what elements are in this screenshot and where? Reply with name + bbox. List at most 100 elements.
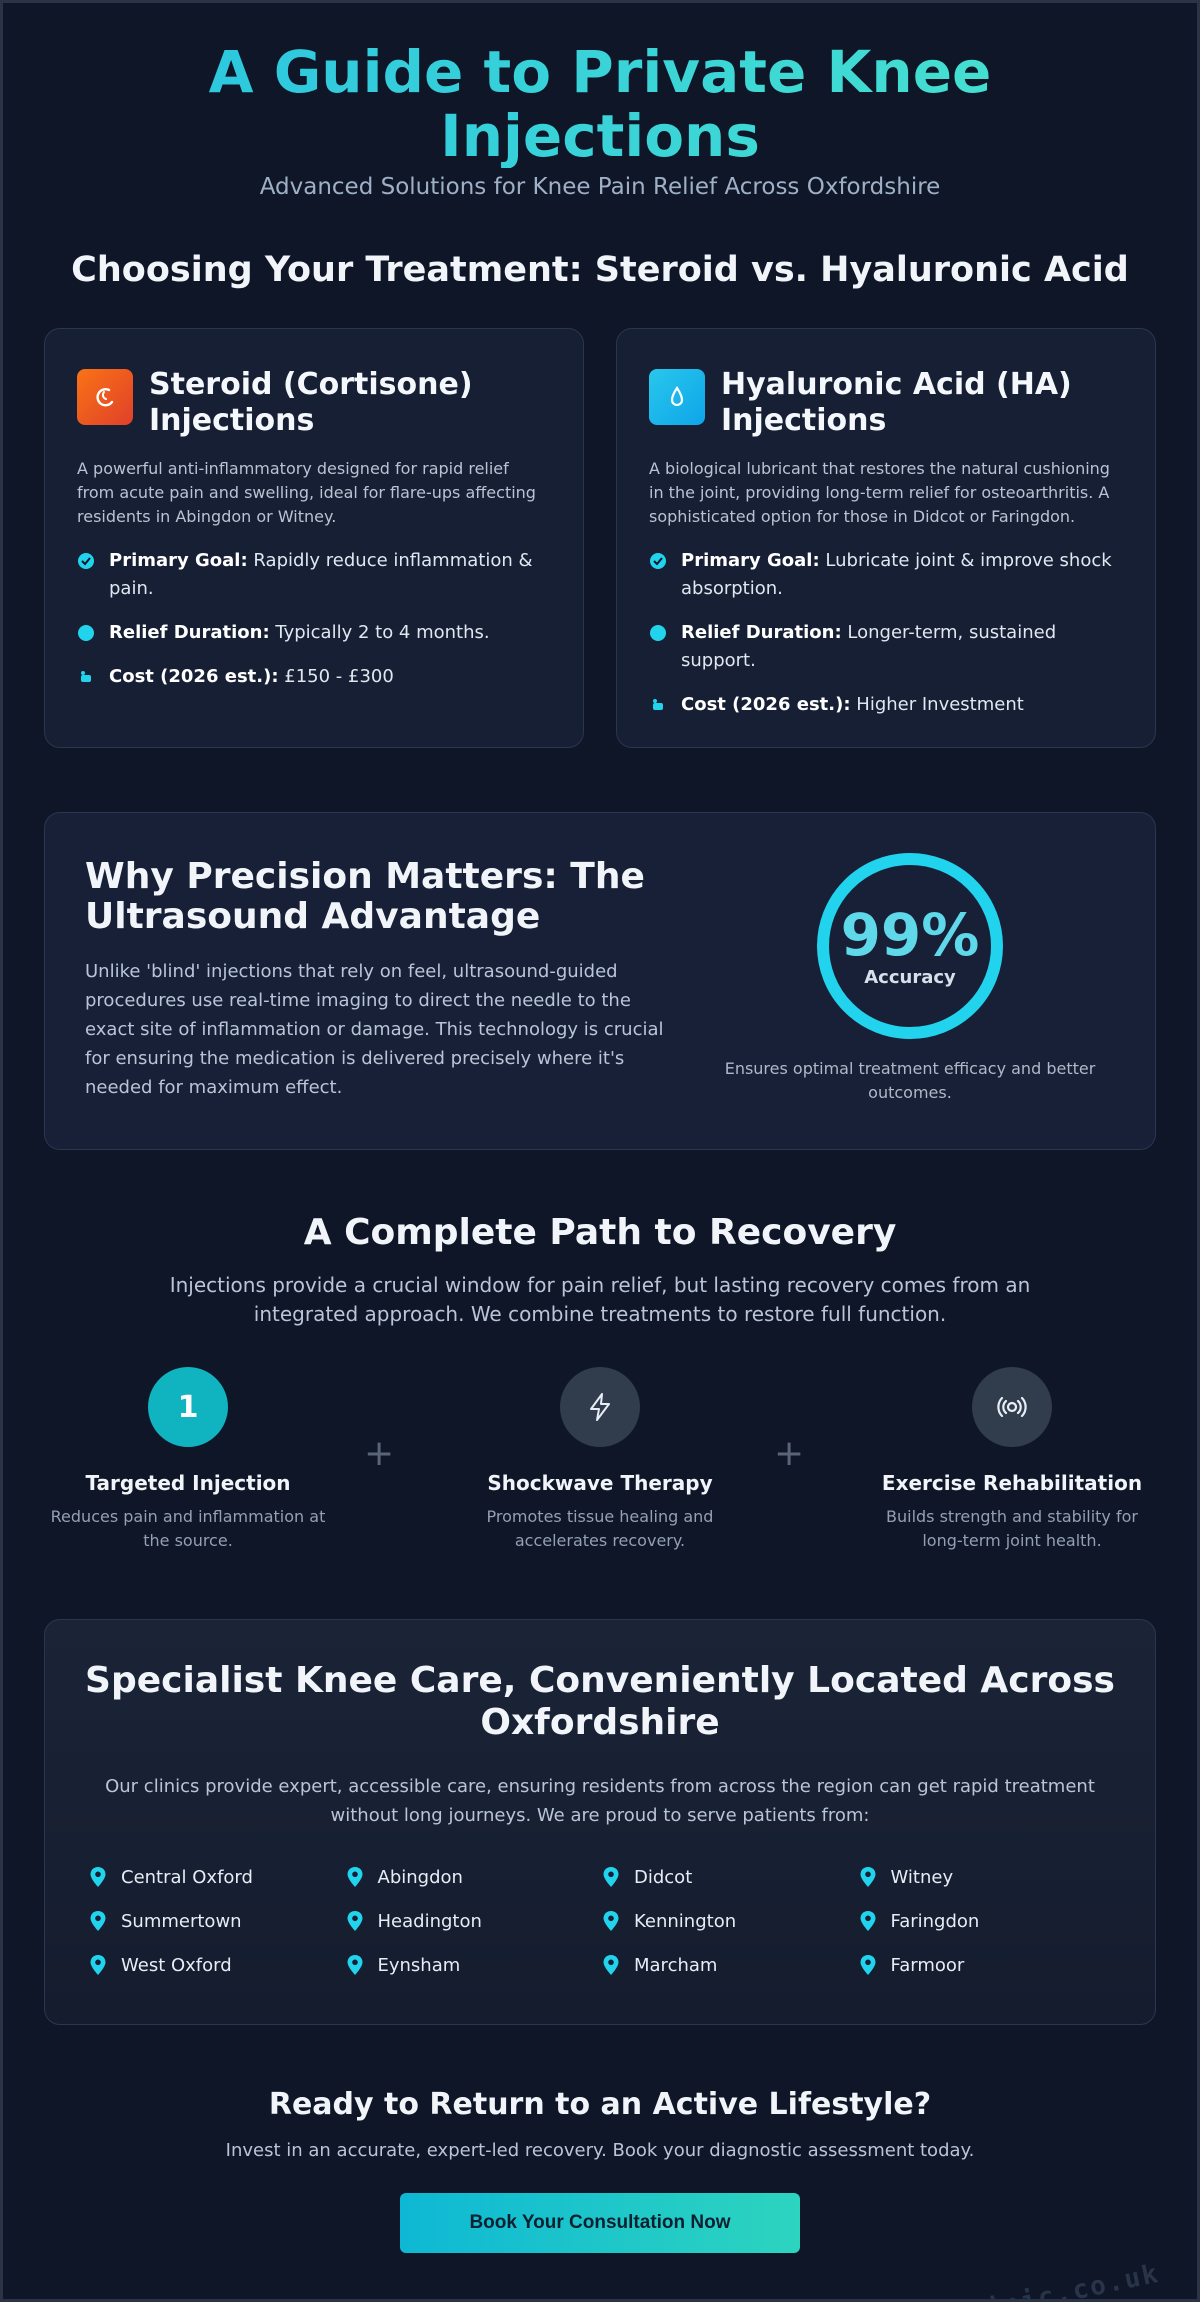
- card-title: Hyaluronic Acid (HA) Injections: [721, 367, 1072, 438]
- money-hand-icon: [81, 671, 91, 682]
- step-description: Builds strength and stability for long-t…: [886, 1507, 1138, 1550]
- feature-label: Relief Duration:: [109, 622, 270, 643]
- treatment-cards: Steroid (Cortisone) Injections A powerfu…: [0, 328, 1200, 748]
- feature-item: Cost (2026 est.): £150 - £300: [77, 663, 551, 691]
- check-circle-icon: [650, 553, 666, 569]
- location-item: West Oxford: [89, 1952, 346, 1978]
- recovery-steps: 1 Targeted Injection Reduces pain and in…: [0, 1367, 1200, 1553]
- lightning-icon: [560, 1367, 640, 1447]
- step-name: Targeted Injection: [85, 1471, 291, 1495]
- accuracy-note: Ensures optimal treatment efficacy and b…: [724, 1059, 1096, 1102]
- map-pin-icon: [860, 1955, 875, 1975]
- location-item: Headington: [346, 1908, 603, 1934]
- treatment-section-title: Choosing Your Treatment: Steroid vs. Hya…: [71, 250, 1129, 290]
- step-name: Shockwave Therapy: [487, 1471, 713, 1495]
- plus-separator: +: [364, 1433, 395, 1474]
- feature-value: Rapidly reduce inflammation & pain.: [109, 550, 533, 599]
- location-name: Abingdon: [377, 1866, 463, 1888]
- flare-icon: [77, 369, 133, 425]
- step-number-badge: 1: [148, 1367, 228, 1447]
- location-name: Summertown: [121, 1910, 242, 1932]
- precision-section: Why Precision Matters: The Ultrasound Ad…: [44, 812, 1156, 1150]
- location-item: Marcham: [602, 1952, 859, 1978]
- location-name: Eynsham: [377, 1954, 461, 1976]
- feature-label: Primary Goal:: [109, 550, 248, 571]
- location-name: Marcham: [634, 1954, 718, 1976]
- location-item: Kennington: [602, 1908, 859, 1934]
- feature-item: Primary Goal: Lubricate joint & improve …: [649, 547, 1123, 603]
- step-shockwave: Shockwave Therapy Promotes tissue healin…: [452, 1367, 748, 1553]
- steroid-card: Steroid (Cortisone) Injections A powerfu…: [44, 328, 584, 748]
- location-name: Farmoor: [890, 1954, 965, 1976]
- map-pin-icon: [603, 1955, 619, 1975]
- location-item: Faringdon: [859, 1908, 1116, 1934]
- feature-label: Relief Duration:: [681, 622, 842, 643]
- location-item: Witney: [859, 1864, 1116, 1890]
- feature-value: Longer-term, sustained support.: [681, 622, 1057, 671]
- map-pin-icon: [603, 1911, 619, 1931]
- feature-value: Higher Investment: [856, 694, 1024, 715]
- location-item: Summertown: [89, 1908, 346, 1934]
- money-hand-icon: [653, 699, 663, 710]
- map-pin-icon: [860, 1867, 875, 1887]
- step-injection: 1 Targeted Injection Reduces pain and in…: [40, 1367, 336, 1553]
- accuracy-stat: 99% Accuracy Ensures optimal treatment e…: [685, 853, 1115, 1105]
- map-pin-icon: [860, 1911, 875, 1931]
- broadcast-icon: [972, 1367, 1052, 1447]
- feature-list: Primary Goal: Lubricate joint & improve …: [649, 547, 1123, 719]
- card-description: A powerful anti-inflammatory designed fo…: [77, 459, 536, 526]
- location-name: West Oxford: [121, 1954, 232, 1976]
- precision-text: Why Precision Matters: The Ultrasound Ad…: [85, 857, 685, 1105]
- feature-value: Typically 2 to 4 months.: [275, 622, 490, 643]
- card-header: Hyaluronic Acid (HA) Injections: [649, 367, 1123, 439]
- map-pin-icon: [347, 1867, 362, 1887]
- location-item: Central Oxford: [89, 1864, 346, 1890]
- step-exercise: Exercise Rehabilitation Builds strength …: [864, 1367, 1160, 1553]
- clock-icon: [650, 625, 666, 641]
- precision-body: Unlike 'blind' injections that rely on f…: [85, 961, 664, 1098]
- card-title: Steroid (Cortisone) Injections: [149, 367, 473, 438]
- feature-item: Relief Duration: Longer-term, sustained …: [649, 619, 1123, 675]
- feature-value: Lubricate joint & improve shock absorpti…: [681, 550, 1112, 599]
- feature-list: Primary Goal: Rapidly reduce inflammatio…: [77, 547, 551, 691]
- feature-item: Relief Duration: Typically 2 to 4 months…: [77, 619, 551, 647]
- feature-item: Cost (2026 est.): Higher Investment: [649, 691, 1123, 719]
- cta-title: Ready to Return to an Active Lifestyle?: [268, 2087, 932, 2122]
- card-header: Steroid (Cortisone) Injections: [77, 367, 551, 439]
- clock-icon: [78, 625, 94, 641]
- book-consultation-button[interactable]: Book Your Consultation Now: [400, 2193, 800, 2253]
- feature-label: Cost (2026 est.):: [109, 666, 279, 687]
- location-name: Headington: [377, 1910, 482, 1932]
- precision-title: Why Precision Matters: The Ultrasound Ad…: [85, 856, 645, 937]
- plus-separator: +: [774, 1433, 805, 1474]
- locations-body: Our clinics provide expert, accessible c…: [105, 1776, 1095, 1826]
- check-circle-icon: [78, 553, 94, 569]
- step-name: Exercise Rehabilitation: [881, 1471, 1143, 1495]
- map-pin-icon: [90, 1955, 106, 1975]
- location-item: Farmoor: [859, 1952, 1116, 1978]
- cta-body: Invest in an accurate, expert-led recove…: [225, 2140, 975, 2161]
- location-item: Eynsham: [346, 1952, 603, 1978]
- map-pin-icon: [90, 1911, 106, 1931]
- feature-label: Primary Goal:: [681, 550, 820, 571]
- step-description: Promotes tissue healing and accelerates …: [486, 1507, 714, 1550]
- location-name: Didcot: [634, 1866, 693, 1888]
- cta-section: Ready to Return to an Active Lifestyle? …: [0, 2087, 1200, 2253]
- location-item: Abingdon: [346, 1864, 603, 1890]
- location-name: Witney: [890, 1866, 954, 1888]
- hyaluronic-card: Hyaluronic Acid (HA) Injections A biolog…: [616, 328, 1156, 748]
- recovery-title: A Complete Path to Recovery: [303, 1212, 897, 1253]
- feature-label: Cost (2026 est.):: [681, 694, 851, 715]
- accuracy-value: 99%: [840, 900, 980, 969]
- droplet-icon: [649, 369, 705, 425]
- map-pin-icon: [90, 1867, 106, 1887]
- locations-title: Specialist Knee Care, Conveniently Locat…: [85, 1660, 1115, 1743]
- map-pin-icon: [603, 1867, 619, 1887]
- location-item: Didcot: [602, 1864, 859, 1890]
- card-description: A biological lubricant that restores the…: [649, 459, 1110, 526]
- location-name: Central Oxford: [121, 1866, 253, 1888]
- map-pin-icon: [347, 1911, 362, 1931]
- feature-item: Primary Goal: Rapidly reduce inflammatio…: [77, 547, 551, 603]
